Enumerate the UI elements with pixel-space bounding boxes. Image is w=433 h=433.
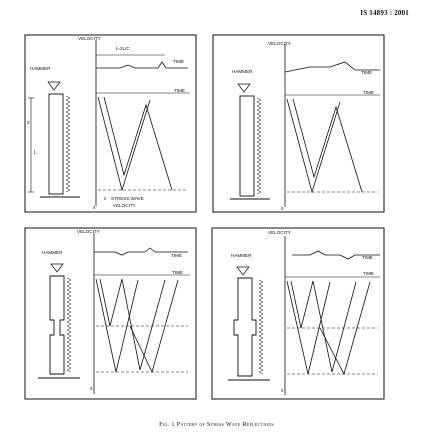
x-mark: x [281, 388, 284, 394]
hammer-glyph [50, 263, 64, 273]
panel-uniform-pile-short: VELOCITY t=2L/C HAMMER TIME TIME x L c S… [24, 34, 197, 213]
velocity-label: VELOCITY [268, 230, 291, 235]
time-label: TIME [363, 271, 374, 276]
velocity-trace [96, 61, 188, 69]
stress-wave-label: STRESS WAVE [111, 196, 144, 201]
pile-shaft [48, 93, 64, 195]
hammer-label: HAMMER [232, 69, 253, 74]
soil-hatching [65, 95, 71, 193]
soil-hatching [66, 277, 72, 373]
panel-frame [24, 227, 197, 400]
x-mark: x [90, 386, 93, 392]
pile-shaft-necked [49, 275, 65, 375]
figure-caption: Fig. 1 Pattern of Stress Wave Reflection… [159, 421, 274, 428]
hammer-label: HAMMER [30, 66, 51, 71]
panel-frame [212, 34, 385, 213]
wave-path [95, 278, 139, 373]
hammer-label: HAMMER [231, 253, 252, 258]
pile-shaft [239, 95, 255, 197]
wave-path [290, 280, 357, 373]
velocity-trace [94, 247, 188, 256]
wave-path [286, 98, 341, 194]
velocity-trace [284, 61, 380, 73]
panel-frame [211, 227, 385, 400]
soil-hatching [256, 97, 262, 195]
time-label: TIME [171, 253, 182, 258]
velocity-trace [292, 250, 380, 260]
pile-shaft-bulged [233, 277, 257, 377]
interval-label: t=2L/C [116, 46, 130, 51]
x-mark: x [93, 205, 96, 211]
time-label: TIME [174, 88, 185, 93]
wave-path [292, 98, 363, 193]
wave-speed-label: c [104, 196, 107, 202]
soil-hatching [258, 279, 264, 375]
velocity-label: VELOCITY [268, 41, 291, 46]
x-dimension: x [27, 120, 30, 126]
hammer-glyph [237, 83, 251, 93]
wave-path [99, 278, 166, 371]
hammer-glyph [236, 266, 250, 276]
panel-bulged-pile: VELOCITY HAMMER TIME TIME x [211, 227, 385, 400]
velocity-label: VELOCITY [113, 203, 136, 208]
length-label: L [34, 150, 37, 156]
panel-frame [24, 34, 197, 213]
panel-uniform-pile-long: VELOCITY HAMMER TIME TIME x [212, 34, 385, 213]
wave-path [103, 96, 173, 191]
wave-path [286, 280, 331, 375]
panel-necked-pile: VELOCITY HAMMER TIME TIME x [24, 227, 197, 400]
velocity-label: VELOCITY [77, 229, 100, 234]
time-label: TIME [362, 255, 373, 260]
time-label: TIME [173, 59, 184, 64]
time-label: TIME [361, 70, 372, 75]
hammer-label: HAMMER [42, 250, 63, 255]
wave-path [97, 96, 151, 192]
time-label: TIME [172, 270, 183, 275]
hammer-glyph [47, 81, 61, 91]
x-mark: x [281, 206, 284, 212]
time-label: TIME [363, 90, 374, 95]
document-number: IS 14893 : 2001 [360, 9, 409, 17]
velocity-label: VELOCITY [78, 36, 101, 41]
